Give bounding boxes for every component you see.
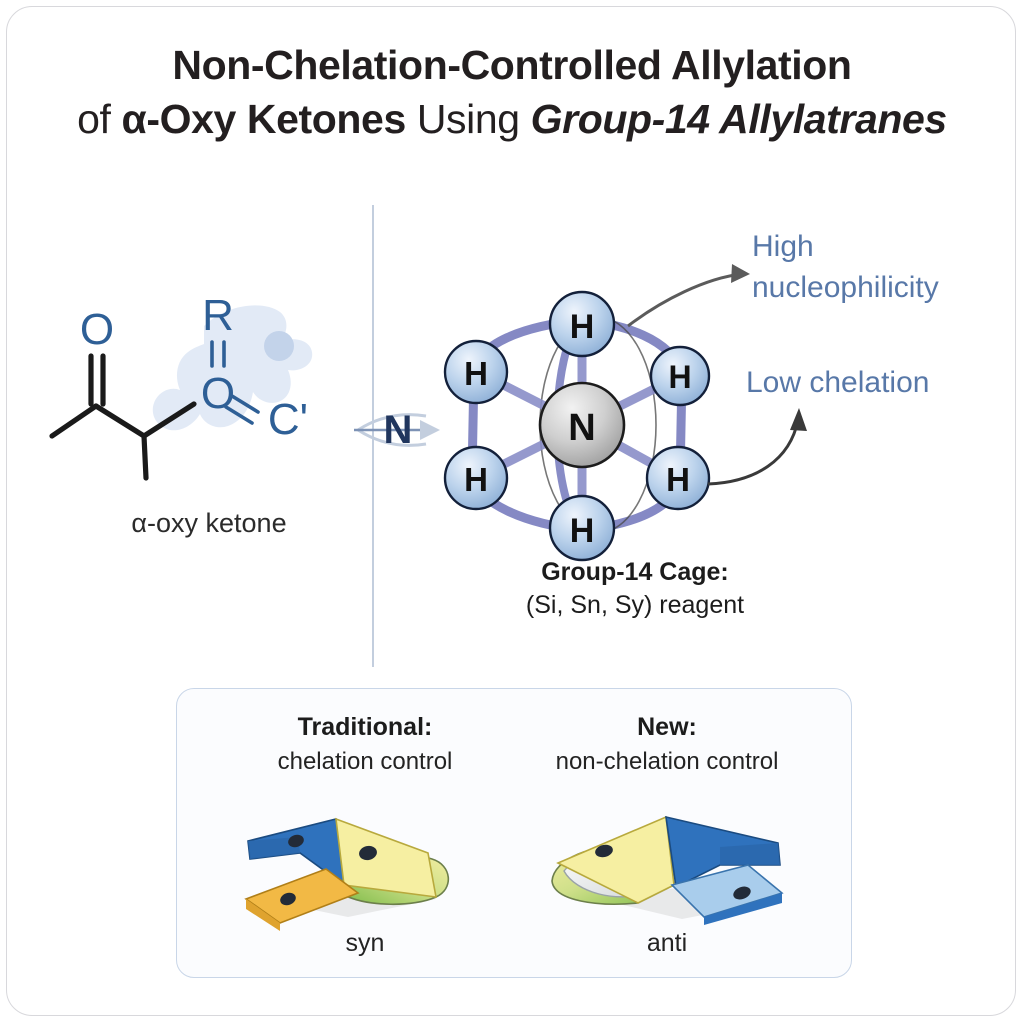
cage-caption-line-2: (Si, Sn, Sy) reagent [525,591,745,619]
anti-label: anti [646,929,688,957]
new-column: New: non-chelation control [507,711,827,778]
traditional-subheading: chelation control [277,748,453,775]
carbonyl-oxygen-label: O [80,305,114,354]
ether-oxygen-label: O [201,369,235,418]
svg-text:H: H [464,355,488,392]
svg-text:H: H [666,461,690,498]
hydrogen-atom-top: H [548,290,616,358]
hydrogen-atom-bottom: H [548,494,616,562]
syn-label: syn [345,929,385,957]
svg-text:H: H [570,512,595,550]
r-to-o-double-bond [210,340,226,368]
reaction-arrow: N [352,396,462,466]
group14-cage-diagram: H H H H H [430,280,750,562]
annotation-low-chelation: Low chelation [746,366,930,399]
svg-text:H: H [464,461,488,498]
anti-ribbon-graphic [542,807,792,927]
r-group-label: R [202,291,234,340]
hydrogen-atom-lower-left: H [443,445,509,511]
syn-dot-orange [280,892,296,906]
title-line-1: Non-Chelation-Controlled Allylation [0,38,1024,92]
syn-orange-strand-edge [246,899,280,931]
reaction-arrow-label: N [384,408,413,452]
syn-dot-blue [288,834,304,848]
title-using-word: Using [405,96,531,142]
bond-skeleton [49,353,197,481]
syn-ribbon-graphic [240,807,490,931]
title-line-2: of α-Oxy Ketones Using Group-14 Allylatr… [0,92,1024,146]
svg-text:H: H [668,359,691,395]
annotation-high-nucleophilicity: High nucleophilicity [752,226,1007,308]
terminus-dot [264,331,294,361]
c-prime-label: C' [268,395,308,444]
page-title: Non-Chelation-Controlled Allylation of α… [0,38,1024,146]
anti-dot-light-blue [733,886,751,900]
title-line-1-text: Non-Chelation-Controlled Allylation [172,42,852,88]
arrow-head [420,420,440,440]
cage-caption-line-1: Group-14 Cage: [541,558,729,586]
svg-text:H: H [570,308,595,346]
section-divider [372,205,374,667]
comparison-panel: Traditional: chelation control [176,688,852,978]
cage-caption: Group-14 Cage: (Si, Sn, Sy) reagent [400,556,870,622]
anti-dot-yellow [595,844,613,858]
o-to-cprime-double-bond [224,394,260,425]
hydrogen-atom-upper-right: H [649,345,711,407]
syn-blue-arrow-edge [248,837,300,859]
svg-text:N: N [568,407,595,449]
traditional-column: Traditional: chelation control [205,711,525,778]
arrow-fan-upper [357,413,427,432]
arrow-fan-lower [357,428,427,447]
alpha-oxy-ketone-structure: O R O C' [44,286,374,496]
new-heading: New: [637,713,697,741]
title-of-word: of [77,96,122,142]
anti-blue-arrow-edge [720,843,780,865]
title-group14-allylatranes: Group-14 Allylatranes [530,96,948,142]
arrow-to-nucleophilicity [614,250,794,340]
new-subheading: non-chelation control [555,748,779,775]
hydrogen-atom-upper-left: H [443,339,509,405]
hydrogen-atom-lower-right: H [645,445,711,511]
alpha-oxy-ketone-caption: α-oxy ketone [131,508,287,538]
arrow-to-chelation [694,398,864,508]
hydrogen-atoms: H H H H H [443,290,711,562]
title-alpha-oxy-ketones: α-Oxy Ketones [121,96,407,142]
traditional-heading: Traditional: [297,713,433,741]
anti-light-blue-strand-edge [704,893,782,925]
nitrogen-center-atom: N [538,381,626,469]
syn-dot-yellow [359,845,377,861]
annotation-high-line-1: High [752,230,814,263]
annotation-high-line-2: nucleophilicity [752,271,939,304]
syn-yellow-triangle [335,817,437,898]
